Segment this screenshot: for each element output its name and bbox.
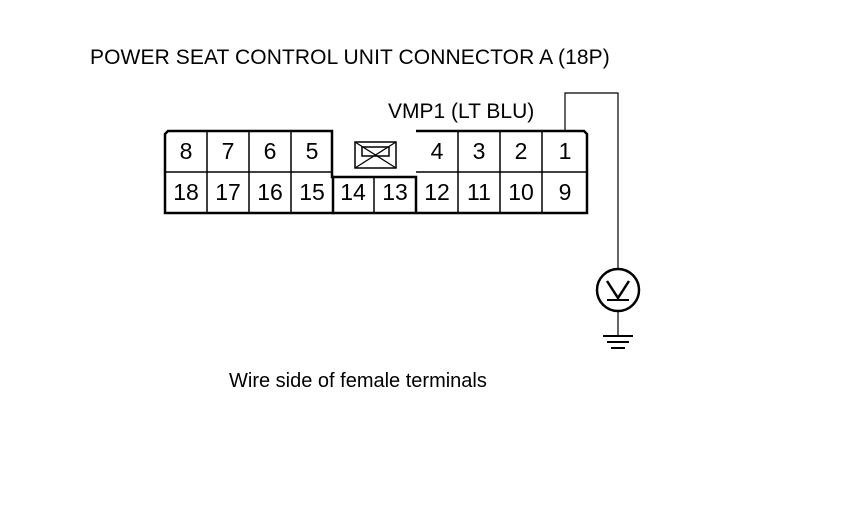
terminal-label: 2 bbox=[515, 138, 528, 164]
terminal-label: 7 bbox=[222, 138, 235, 164]
terminal-label: 3 bbox=[473, 138, 486, 164]
terminal-label: 11 bbox=[467, 179, 491, 205]
lock-tab-icon bbox=[354, 141, 397, 169]
terminal-label: 5 bbox=[306, 138, 319, 164]
terminal-label: 6 bbox=[264, 138, 277, 164]
terminal-label: 12 bbox=[424, 179, 450, 205]
terminal-label: 13 bbox=[382, 179, 408, 205]
terminal-label: 15 bbox=[299, 179, 325, 205]
terminal-label: 8 bbox=[180, 138, 193, 164]
wire-label: VMP1 (LT BLU) bbox=[388, 100, 535, 123]
terminal-label: 18 bbox=[173, 179, 199, 205]
terminal-label: 9 bbox=[559, 179, 572, 205]
terminal-label: 1 bbox=[559, 138, 572, 164]
terminal-label: 14 bbox=[340, 179, 366, 205]
terminal-label: 16 bbox=[257, 179, 283, 205]
probe-wire bbox=[564, 92, 619, 268]
voltmeter-icon bbox=[595, 267, 641, 313]
terminal-label: 17 bbox=[215, 179, 241, 205]
diagram-title: POWER SEAT CONTROL UNIT CONNECTOR A (18P… bbox=[90, 46, 610, 69]
terminal-label: 10 bbox=[508, 179, 534, 205]
terminal-label: 4 bbox=[431, 138, 444, 164]
diagram-caption: Wire side of female terminals bbox=[229, 370, 487, 392]
ground-icon bbox=[603, 311, 633, 349]
connector-outline bbox=[163, 129, 589, 215]
